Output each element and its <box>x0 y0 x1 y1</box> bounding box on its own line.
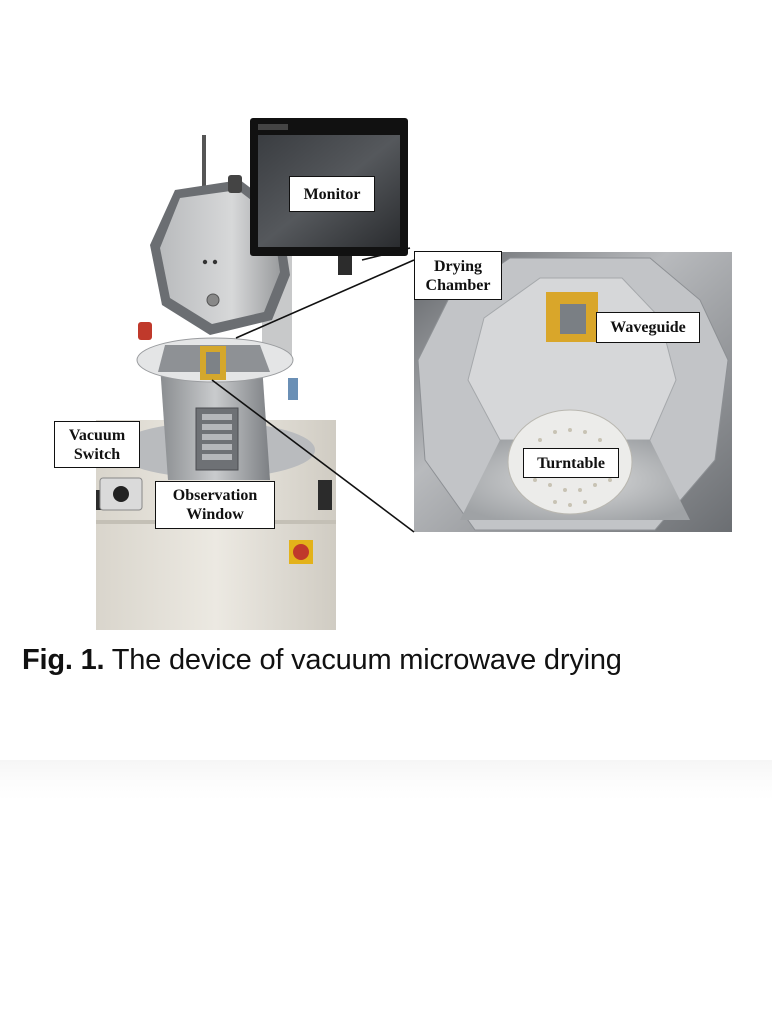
figure-caption-prefix: Fig. 1. <box>22 644 105 676</box>
figure-caption-text: The device of vacuum microwave drying <box>111 644 622 676</box>
drying-chamber-label-line1: Drying <box>434 257 482 275</box>
drying-chamber-label: Drying Chamber <box>414 251 502 300</box>
waveguide-label-text: Waveguide <box>610 319 686 336</box>
callout-lines <box>211 247 415 533</box>
antenna-rod <box>202 135 206 195</box>
vacuum-switch-label: Vacuum Switch <box>54 421 140 468</box>
observation-window-label-line1: Observation <box>172 487 258 504</box>
chamber-rim <box>136 337 294 383</box>
vacuum-switch-label-line1: Vacuum <box>68 426 126 444</box>
observation-window-label: Observation Window <box>155 481 275 529</box>
emergency-stop <box>289 540 313 564</box>
chamber-column <box>160 365 270 480</box>
monitor-label-text: Monitor <box>303 185 361 203</box>
lower-background-band <box>0 760 772 1032</box>
figure-caption: Fig. 1. The device of vacuum microwave d… <box>22 644 622 677</box>
observation-window-label-line2: Window <box>186 506 244 523</box>
drying-chamber-label-line2: Chamber <box>425 276 491 294</box>
monitor-label: Monitor <box>289 176 375 212</box>
vacuum-switch-label-line2: Switch <box>73 445 121 463</box>
turntable-label-text: Turntable <box>537 454 605 472</box>
turntable-label: Turntable <box>523 448 619 478</box>
waveguide-label: Waveguide <box>596 312 700 343</box>
